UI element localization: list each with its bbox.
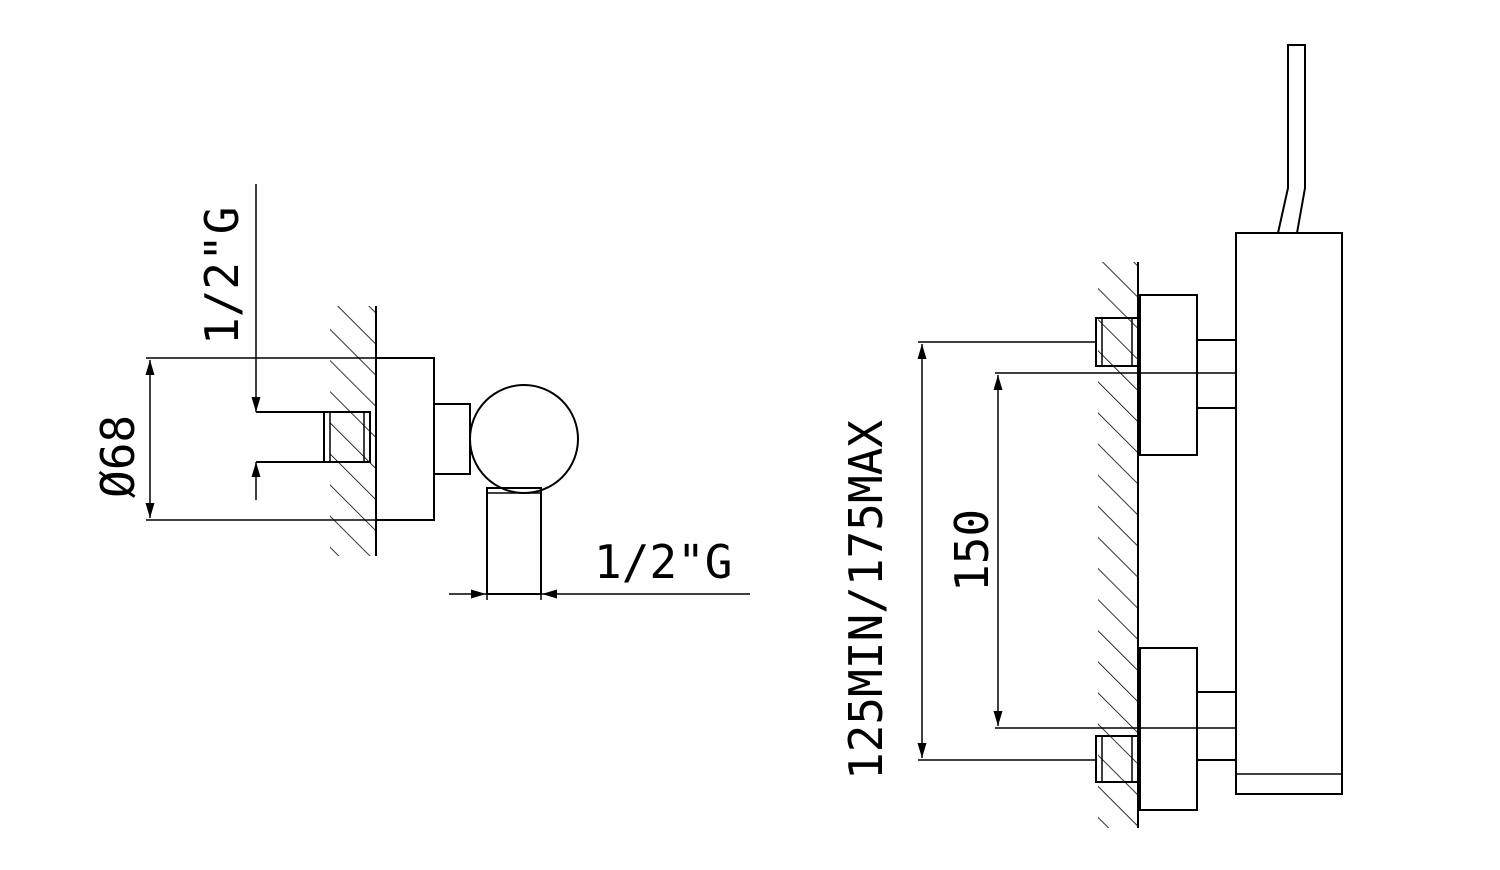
inlet-fitting <box>323 411 371 463</box>
lower-eccentric <box>1139 647 1198 811</box>
label-inlet-thread: 1/2"G <box>195 207 249 345</box>
label-flange-diameter: Ø68 <box>91 415 145 498</box>
body-connector <box>433 403 471 475</box>
label-centre-distance-range: 125MIN/175MAX <box>839 420 893 780</box>
side-view: 1/2"G Ø68 1/2"G <box>91 184 750 600</box>
wall-hatch-left <box>330 306 377 556</box>
flange <box>375 357 435 521</box>
mixer-body <box>1235 232 1343 795</box>
label-centre-distance-nominal: 150 <box>945 509 999 592</box>
label-outlet-thread: 1/2"G <box>594 535 732 589</box>
front-view: 125MIN/175MAX 150 <box>839 44 1343 828</box>
valve-body <box>469 384 579 494</box>
outlet-spout <box>486 487 542 595</box>
lever-handle <box>1277 44 1306 234</box>
upper-eccentric <box>1139 294 1198 456</box>
lower-fitting <box>1095 735 1139 783</box>
